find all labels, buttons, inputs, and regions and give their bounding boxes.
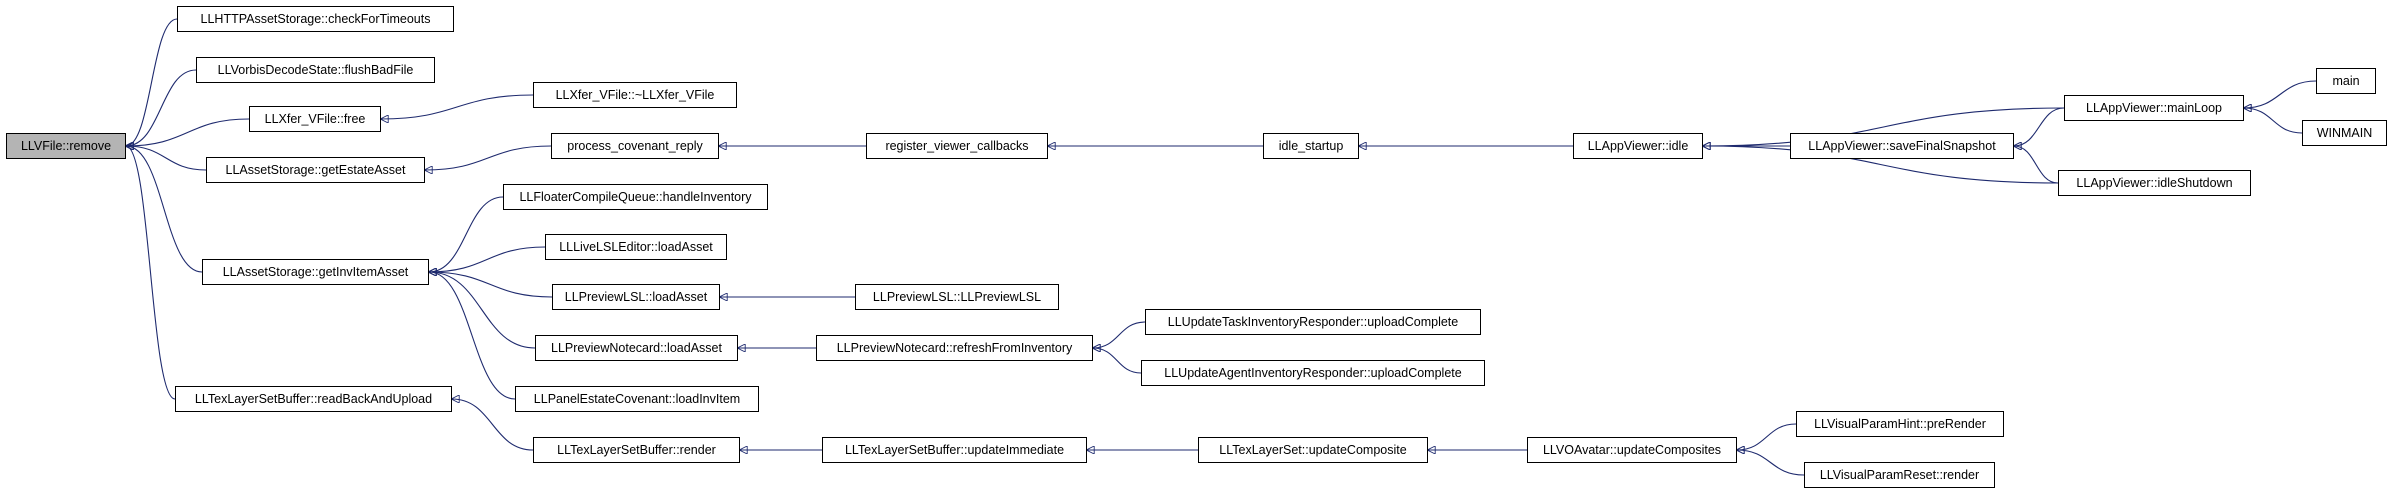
node-llxfer-vfile-destructor[interactable]: LLXfer_VFile::~LLXfer_VFile	[533, 82, 737, 108]
edge-llpreviewlsl_loadasset-to-llassetstorage_getinvitemasset	[429, 272, 553, 298]
edge-llappviewer_idleshutdown-to-llappviewer_savefinalsnapshot	[2014, 146, 2059, 184]
node-llxfer-vfile-free[interactable]: LLXfer_VFile::free	[249, 106, 381, 132]
edge-llhttpassetstorage_checkfortimeouts-to-llvfile_remove	[126, 18, 178, 146]
edge-llassetstorage_getinvitemasset-to-llvfile_remove	[126, 146, 203, 273]
edge-llfloatercompilequeue_handleinventory-to-llassetstorage_getinvitemasset	[429, 196, 504, 272]
node-llpreviewnotecard-refreshfrominventory[interactable]: LLPreviewNotecard::refreshFromInventory	[816, 335, 1093, 361]
edge-lltexlayersetbuffer_readbackandupload-to-llvfile_remove	[126, 146, 176, 400]
edge-llvisualparamreset_render-to-llvoavatar_updatecomposites	[1737, 450, 1805, 476]
edge-llappviewer_idleshutdown-to-llappviewer_idle	[1703, 146, 2059, 184]
node-llvisualparamreset-render[interactable]: LLVisualParamReset::render	[1804, 462, 1995, 488]
edge-lltexlayersetbuffer_render-to-lltexlayersetbuffer_readbackandupload	[452, 399, 534, 451]
edge-llupdatetaskinventoryresponder_uploadcomplete-to-llpreviewnotecard_refreshfrominventory	[1093, 321, 1146, 348]
node-llvorbisdecodestate-flushbadfile[interactable]: LLVorbisDecodeState::flushBadFile	[196, 57, 435, 83]
node-llvfile-remove: LLVFile::remove	[6, 133, 126, 159]
node-llvoavatar-updatecomposites[interactable]: LLVOAvatar::updateComposites	[1527, 437, 1737, 463]
node-lltexlayerset-updatecomposite[interactable]: LLTexLayerSet::updateComposite	[1198, 437, 1428, 463]
node-llpreviewlsl-loadasset[interactable]: LLPreviewLSL::loadAsset	[552, 284, 720, 310]
node-idle-startup[interactable]: idle_startup	[1263, 133, 1359, 159]
node-lllivelsleditor-loadasset[interactable]: LLLiveLSLEditor::loadAsset	[545, 234, 727, 260]
node-llassetstorage-getestateasset[interactable]: LLAssetStorage::getEstateAsset	[206, 157, 425, 183]
edge-llupdateagentinventoryresponder_uploadcomplete-to-llpreviewnotecard_refreshfrominventory	[1093, 348, 1142, 374]
edge-llvorbisdecodestate_flushbadfile-to-llvfile_remove	[126, 69, 197, 146]
edge-llappviewer_mainloop-to-llappviewer_idle	[1703, 107, 2065, 146]
node-lltexlayersetbuffer-readbackandupload[interactable]: LLTexLayerSetBuffer::readBackAndUpload	[175, 386, 452, 412]
edge-llvisualparamhint_prerender-to-llvoavatar_updatecomposites	[1737, 423, 1797, 450]
node-llappviewer-idleshutdown[interactable]: LLAppViewer::idleShutdown	[2058, 170, 2251, 196]
node-llassetstorage-getinvitemasset[interactable]: LLAssetStorage::getInvItemAsset	[202, 259, 429, 285]
edge-llxfer_vfile_free-to-llvfile_remove	[126, 118, 250, 146]
node-llfloatercompilequeue-handleinventory[interactable]: LLFloaterCompileQueue::handleInventory	[503, 184, 768, 210]
node-llappviewer-savefinalsnapshot[interactable]: LLAppViewer::saveFinalSnapshot	[1790, 133, 2014, 159]
edge-lllivelsleditor_loadasset-to-llassetstorage_getinvitemasset	[429, 246, 546, 272]
node-llpanelestatecovenant-loadinvitem[interactable]: LLPanelEstateCovenant::loadInvItem	[515, 386, 759, 412]
node-llhttpassetstorage-checkfortimeouts[interactable]: LLHTTPAssetStorage::checkForTimeouts	[177, 6, 454, 32]
node-llupdatetaskinventoryresponder-uploadcomplete[interactable]: LLUpdateTaskInventoryResponder::uploadCo…	[1145, 309, 1481, 335]
node-lltexlayersetbuffer-updateimmediate[interactable]: LLTexLayerSetBuffer::updateImmediate	[822, 437, 1087, 463]
edge-llappviewer_mainloop-to-llappviewer_savefinalsnapshot	[2014, 107, 2065, 146]
edge-llpreviewnotecard_loadasset-to-llassetstorage_getinvitemasset	[429, 272, 536, 349]
edge-winmain-to-llappviewer_mainloop	[2244, 108, 2303, 134]
node-llpreviewlsl-llpreviewlsl[interactable]: LLPreviewLSL::LLPreviewLSL	[855, 284, 1059, 310]
node-winmain[interactable]: WINMAIN	[2302, 120, 2387, 146]
node-llvisualparamhint-prerender[interactable]: LLVisualParamHint::preRender	[1796, 411, 2004, 437]
node-process-covenant-reply[interactable]: process_covenant_reply	[551, 133, 719, 159]
node-llappviewer-idle[interactable]: LLAppViewer::idle	[1573, 133, 1703, 159]
node-llappviewer-mainloop[interactable]: LLAppViewer::mainLoop	[2064, 95, 2244, 121]
edge-llassetstorage_getestateasset-to-llvfile_remove	[126, 146, 207, 171]
node-llpreviewnotecard-loadasset[interactable]: LLPreviewNotecard::loadAsset	[535, 335, 738, 361]
edge-main-to-llappviewer_mainloop	[2244, 80, 2317, 108]
node-register-viewer-callbacks[interactable]: register_viewer_callbacks	[866, 133, 1048, 159]
edge-llxfer_vfile_destructor-to-llxfer_vfile_free	[381, 94, 534, 119]
node-lltexlayersetbuffer-render[interactable]: LLTexLayerSetBuffer::render	[533, 437, 740, 463]
node-llupdateagentinventoryresponder-uploadcomplete[interactable]: LLUpdateAgentInventoryResponder::uploadC…	[1141, 360, 1485, 386]
edge-llpanelestatecovenant_loadinvitem-to-llassetstorage_getinvitemasset	[429, 272, 516, 400]
node-main[interactable]: main	[2316, 68, 2376, 94]
edge-process_covenant_reply-to-llassetstorage_getestateasset	[425, 145, 552, 170]
